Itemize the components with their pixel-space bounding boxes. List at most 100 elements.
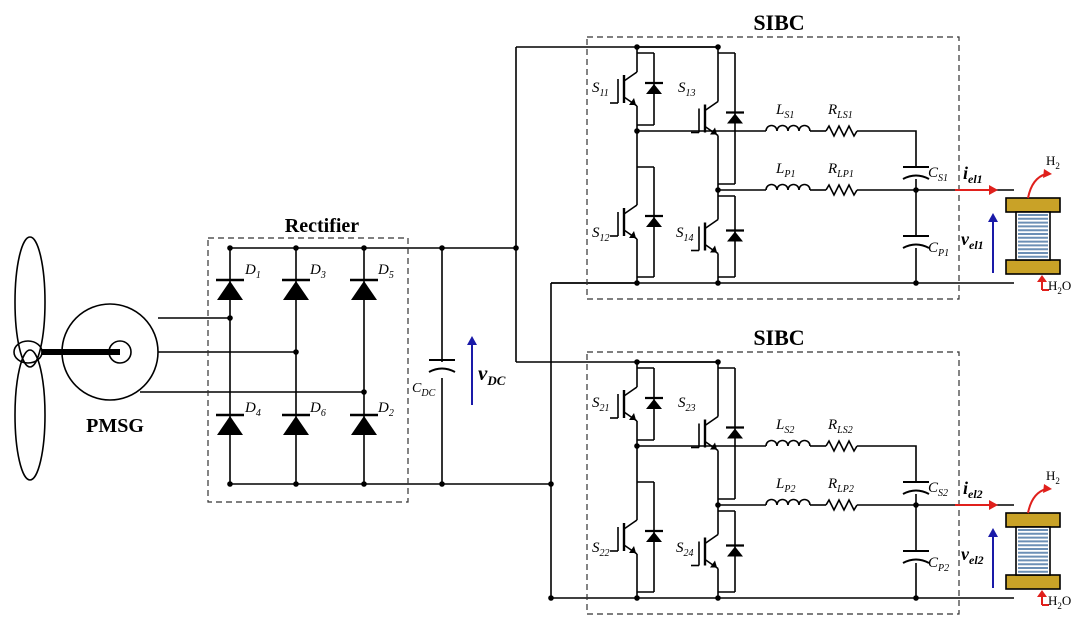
component-label: S24 — [676, 540, 694, 559]
component-label: RLP2 — [827, 476, 854, 495]
inductor-symbol — [765, 439, 811, 447]
resistor-symbol — [825, 439, 858, 453]
component-label: CP1 — [928, 240, 949, 259]
component-label: vel1 — [961, 229, 984, 252]
component-label: D3 — [309, 262, 326, 281]
diode-symbol — [350, 413, 378, 435]
component-label: CS1 — [928, 165, 948, 184]
junction-dot — [439, 245, 445, 251]
igbt-switch — [610, 47, 663, 131]
component-label: D6 — [309, 400, 326, 419]
turbine-shaft — [42, 349, 120, 355]
junction-dot — [361, 389, 367, 395]
component-label: CP2 — [928, 555, 949, 574]
junction-dot — [361, 481, 367, 487]
junction-dot — [548, 595, 554, 601]
junction-dot — [913, 502, 919, 508]
component-label: LS2 — [775, 417, 794, 436]
igbt-switch — [610, 161, 663, 283]
component-label: RLS2 — [827, 417, 853, 436]
junction-dot — [361, 245, 367, 251]
component-label: iel1 — [963, 163, 983, 186]
junction-dot — [913, 280, 919, 286]
vdc-arrow-head — [467, 336, 477, 345]
igbt-switch — [691, 505, 744, 598]
rectifier-box — [207, 237, 409, 503]
junction-dot — [715, 187, 721, 193]
junction-dot — [293, 481, 299, 487]
diode-symbol — [282, 278, 310, 300]
igbt-switch — [610, 362, 663, 446]
sibc1-voltage-arrow-head — [988, 213, 998, 222]
junction-dot — [913, 187, 919, 193]
component-label: vDC — [478, 361, 506, 388]
component-label: CDC — [412, 381, 436, 399]
h2-arrow-head — [1043, 169, 1052, 178]
component-label: LP2 — [775, 476, 795, 495]
component-label: H2 — [1046, 153, 1060, 171]
h2o-arrow-head — [1037, 590, 1047, 597]
component-label: S11 — [592, 80, 609, 99]
inductor-symbol — [765, 498, 811, 506]
resistor-symbol — [825, 124, 858, 138]
pmsg-label: PMSG — [86, 415, 144, 437]
igbt-switch — [610, 476, 663, 598]
inductor-symbol — [765, 124, 811, 132]
wind-turbine — [13, 236, 159, 481]
component-label: CS2 — [928, 480, 948, 499]
capacitor-symbol — [902, 235, 930, 249]
component-label: iel2 — [963, 478, 983, 501]
junction-dot — [227, 315, 233, 321]
capacitor-symbol — [902, 166, 930, 180]
diode-symbol — [282, 413, 310, 435]
capacitor-symbol — [902, 550, 930, 564]
component-label: H2O — [1048, 278, 1071, 296]
component-label: S21 — [592, 395, 610, 414]
h2-arrow-head — [1043, 484, 1052, 493]
sibc1-current-arrow-head — [989, 185, 998, 195]
capacitor-symbol — [428, 359, 456, 373]
junction-dot — [293, 245, 299, 251]
sibc2-current-arrow-head — [989, 500, 998, 510]
rectifier-title: Rectifier — [285, 215, 360, 237]
sibc2-box — [586, 351, 960, 615]
junction-dot — [293, 349, 299, 355]
sibc1-box — [586, 36, 960, 300]
electrolyzer — [1005, 512, 1061, 590]
capacitor-symbol — [902, 481, 930, 495]
h2o-arrow-head — [1037, 275, 1047, 282]
junction-dot — [548, 481, 554, 487]
igbt-switch — [691, 47, 744, 190]
electrolyzer — [1005, 197, 1061, 275]
junction-dot — [439, 481, 445, 487]
junction-dot — [227, 481, 233, 487]
component-label: RLP1 — [827, 161, 854, 180]
resistor-symbol — [825, 183, 858, 197]
igbt-switch — [691, 362, 744, 505]
diode-symbol — [216, 413, 244, 435]
sibc-top-title: SIBC — [753, 10, 804, 35]
component-label: LP1 — [775, 161, 795, 180]
component-label: D1 — [244, 262, 261, 281]
component-label: LS1 — [775, 102, 794, 121]
component-label: S22 — [592, 540, 610, 559]
component-label: D5 — [377, 262, 394, 281]
junction-dot — [715, 502, 721, 508]
component-label: S12 — [592, 225, 610, 244]
diode-symbol — [216, 278, 244, 300]
component-label: D4 — [244, 400, 261, 419]
junction-dot — [513, 245, 519, 251]
component-label: D2 — [377, 400, 394, 419]
diode-symbol — [350, 278, 378, 300]
component-label: S13 — [678, 80, 696, 99]
inductor-symbol — [765, 183, 811, 191]
sibc-bottom-title: SIBC — [753, 325, 804, 350]
junction-dot — [634, 443, 640, 449]
junction-dot — [913, 595, 919, 601]
component-label: S23 — [678, 395, 696, 414]
component-label: vel2 — [961, 544, 984, 567]
wires — [140, 46, 1014, 599]
resistor-symbol — [825, 498, 858, 512]
